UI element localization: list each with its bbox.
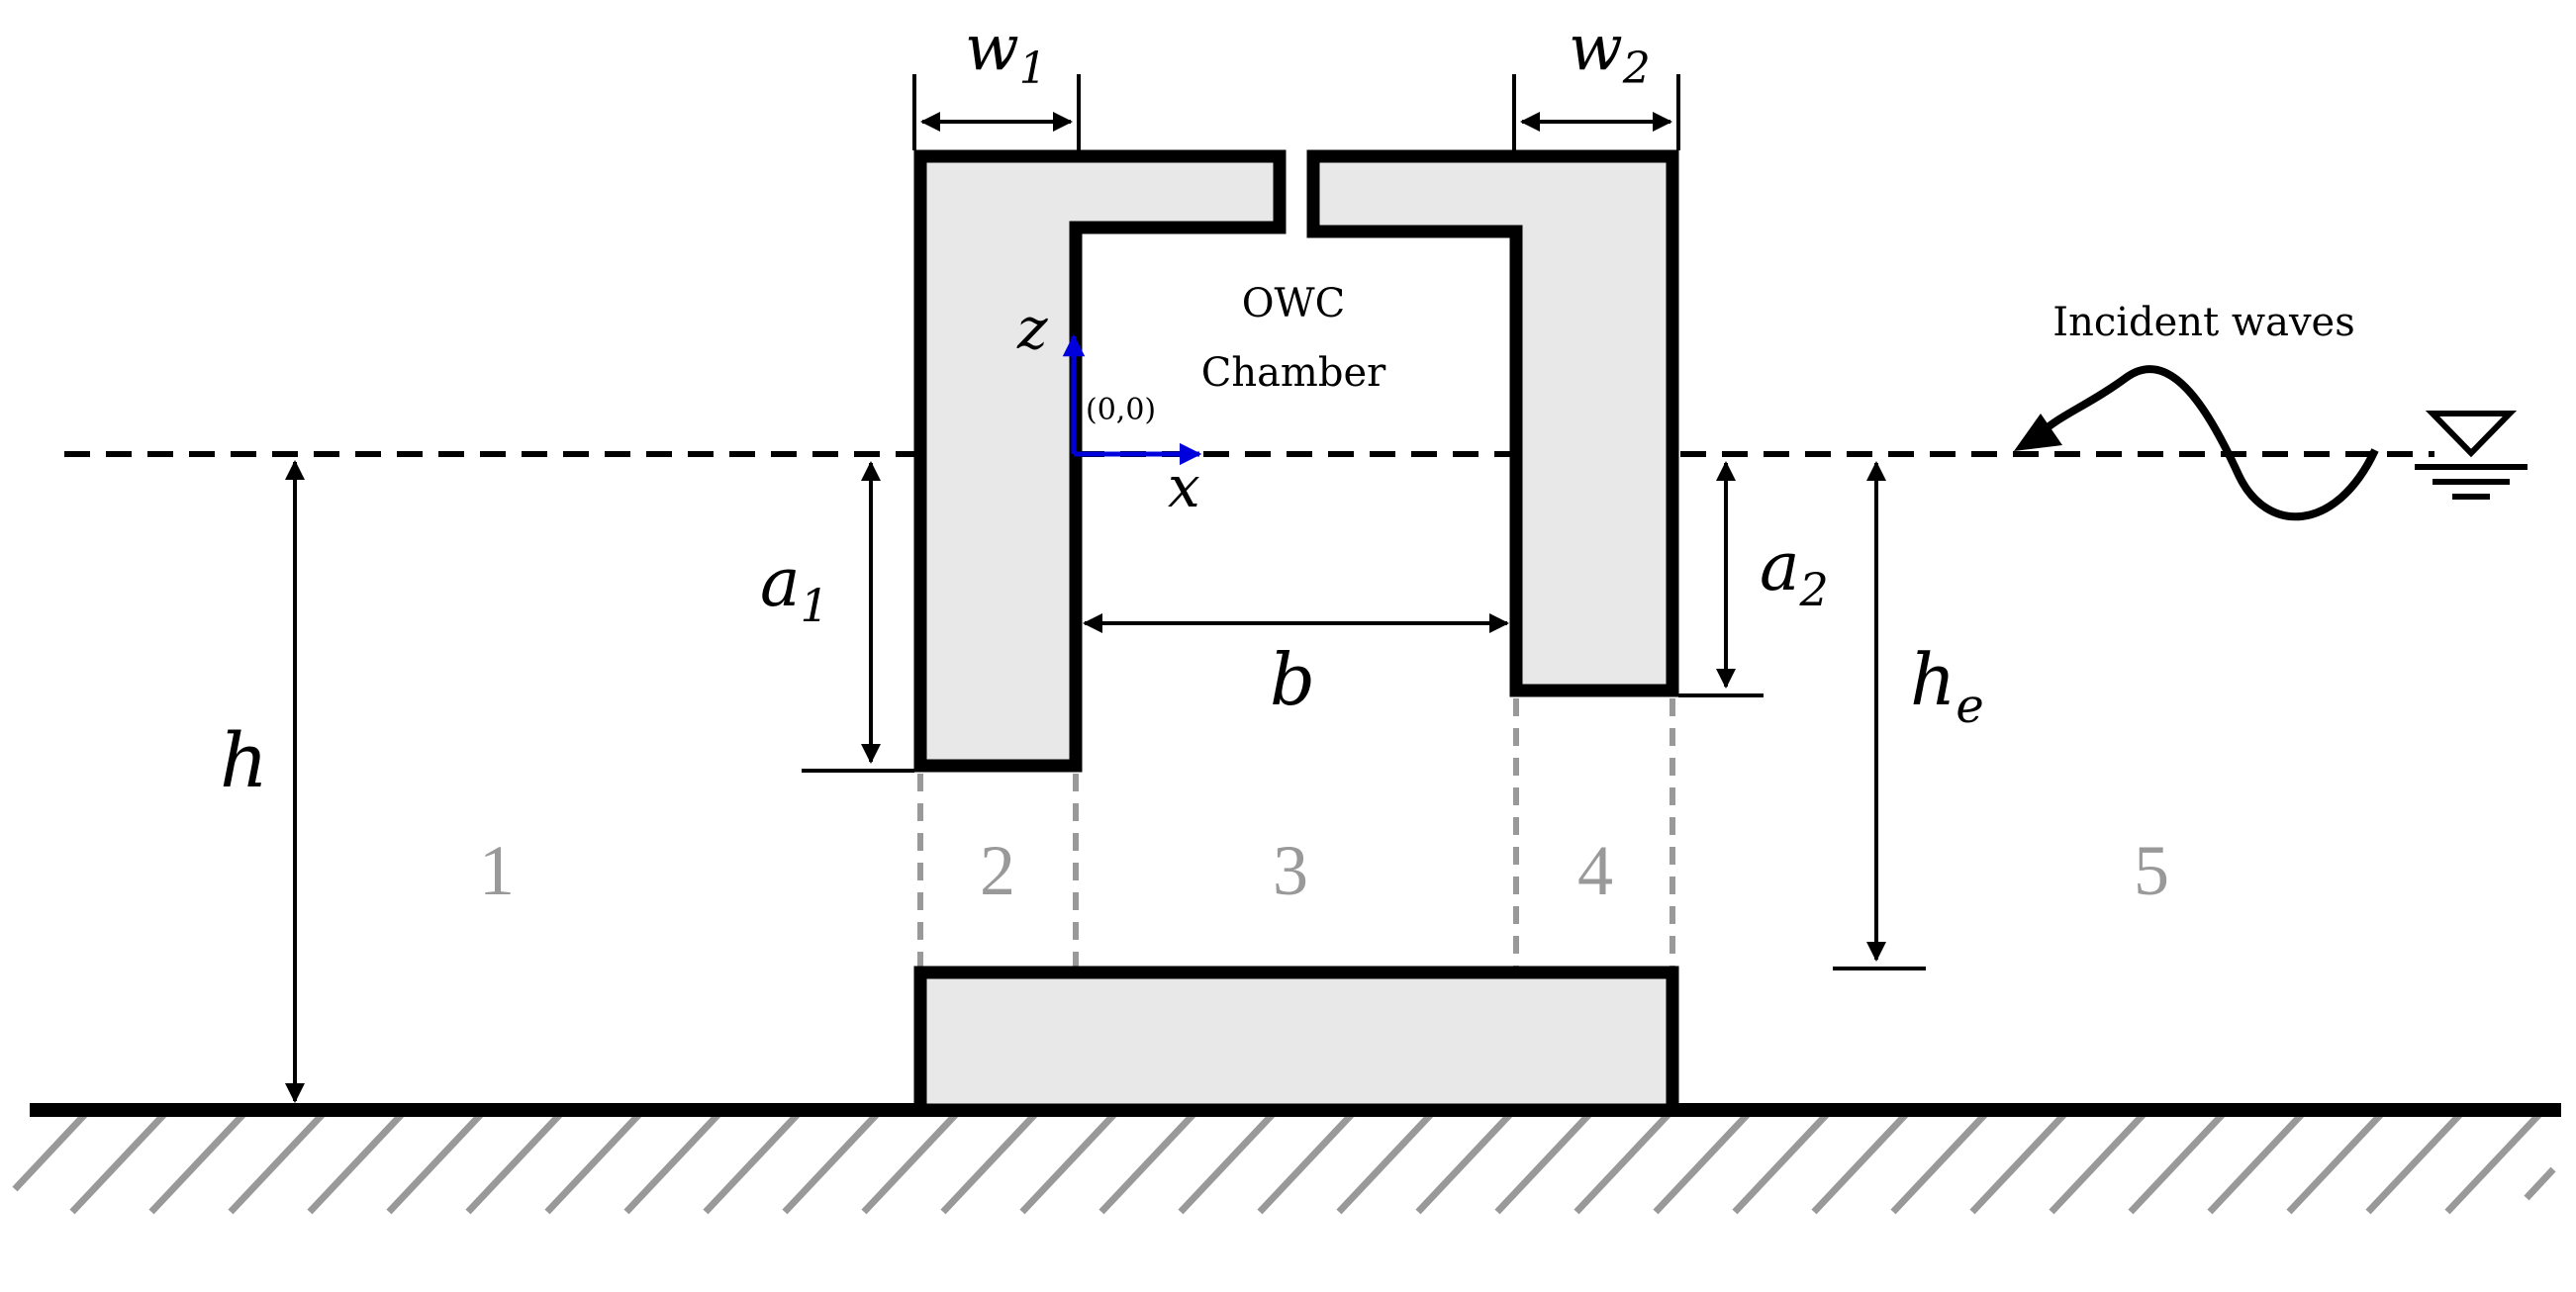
- left-wall: [913, 149, 1287, 773]
- region-5-label: 5: [2134, 831, 2169, 910]
- region-4-label: 4: [1577, 831, 1613, 910]
- chamber-label-line2: Chamber: [1201, 350, 1386, 396]
- seabed-hatching: [12, 1107, 2556, 1215]
- w2-label: w2: [1569, 12, 1651, 94]
- origin-label: (0,0): [1086, 393, 1156, 427]
- z-axis-label: z: [1016, 295, 1048, 362]
- coordinate-axes: [1062, 333, 1202, 466]
- h-label: h: [220, 716, 268, 804]
- region-2-label: 2: [980, 831, 1015, 910]
- incident-wave-arrowhead: [2014, 414, 2062, 451]
- base-block: [913, 966, 1679, 1117]
- he-label: he: [1910, 638, 1984, 734]
- chamber-label-line1: OWC: [1242, 281, 1346, 326]
- x-axis-label: x: [1168, 453, 1200, 520]
- b-label: b: [1270, 638, 1315, 721]
- region-labels: 1 2 3 4 5: [479, 831, 2169, 910]
- w1-label: w1: [965, 12, 1047, 94]
- he-dimension: [1833, 461, 1926, 970]
- right-wall: [1306, 149, 1679, 697]
- incident-waves-label: Incident waves: [2052, 300, 2354, 345]
- region-3-label: 3: [1273, 831, 1308, 910]
- a1-dimension: [802, 461, 914, 773]
- a2-label: a2: [1760, 528, 1829, 616]
- water-level-symbol: [2415, 411, 2528, 500]
- w1-dimension: [912, 74, 1081, 150]
- w2-dimension: [1512, 74, 1680, 150]
- incident-wave-curve: [2036, 365, 2379, 521]
- region-1-label: 1: [479, 831, 515, 910]
- a1-label: a1: [760, 544, 829, 632]
- a2-dimension: [1678, 461, 1764, 697]
- region-dividers: [917, 698, 1675, 969]
